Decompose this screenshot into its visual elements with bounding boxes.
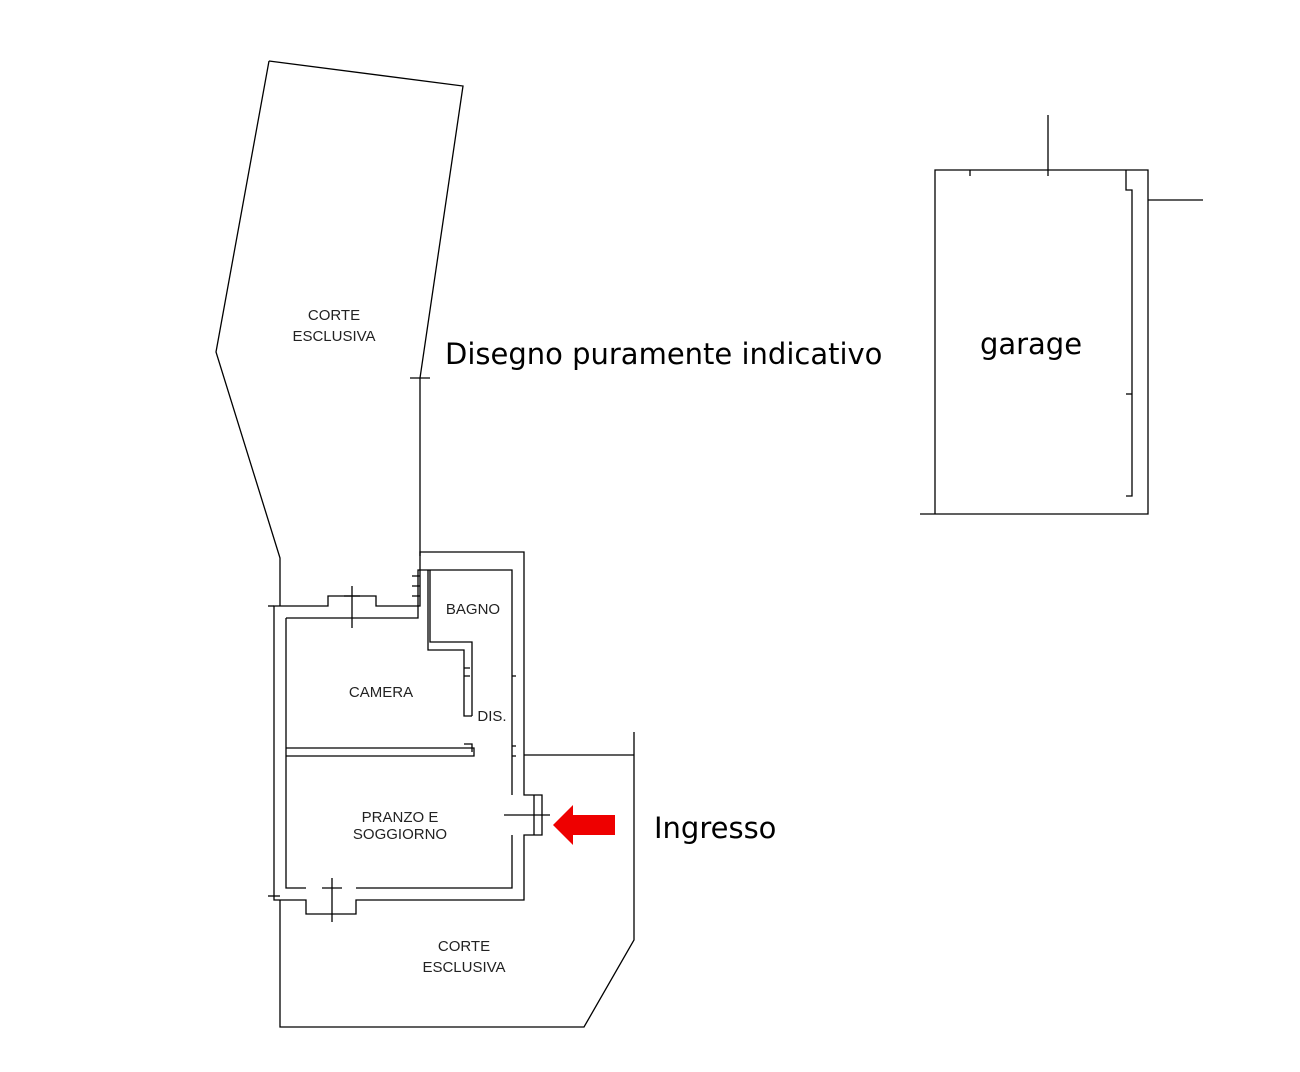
entrance-marker: Ingresso [553, 805, 776, 845]
entrance-arrow-icon [553, 805, 615, 845]
garage: garage [920, 115, 1203, 515]
room-label-bagno: BAGNO [446, 601, 500, 618]
courtyard-upper: CORTE ESCLUSIVA [215, 60, 464, 606]
courtyard-lower-label-2: ESCLUSIVA [422, 959, 505, 976]
courtyard-upper-label-2: ESCLUSIVA [292, 328, 375, 345]
room-label-pranzo-1: PRANZO E [362, 809, 439, 826]
courtyard-lower: CORTE ESCLUSIVA [279, 732, 635, 1028]
room-label-camera: CAMERA [349, 684, 413, 701]
courtyard-upper-label-1: CORTE [308, 307, 360, 324]
disclaimer-note: Disegno puramente indicativo [445, 337, 882, 371]
room-label-dis: DIS. [477, 708, 506, 725]
courtyard-lower-label-1: CORTE [438, 938, 490, 955]
room-label-pranzo-2: SOGGIORNO [353, 826, 447, 843]
apartment-walls: BAGNO CAMERA DIS. PRANZO E SOGGIORNO [268, 551, 550, 922]
garage-label: garage [980, 327, 1082, 361]
entrance-label: Ingresso [654, 811, 776, 845]
